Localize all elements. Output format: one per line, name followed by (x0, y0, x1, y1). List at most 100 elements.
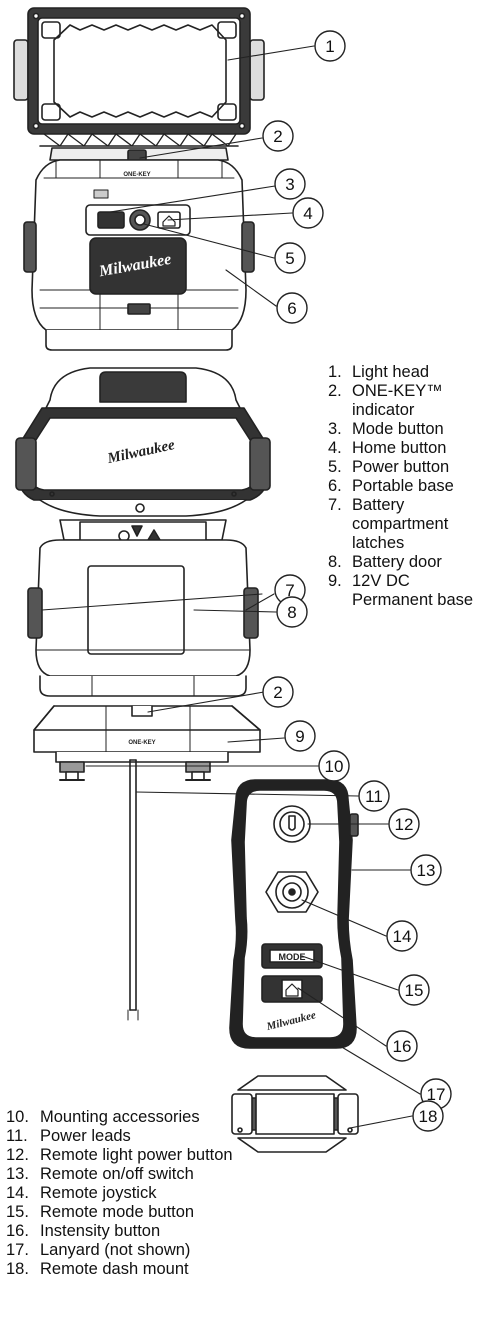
remote-dash-mount (231, 1075, 359, 1153)
legend-item: 12. Remote light power button (6, 1146, 236, 1165)
legend-text: Instensity button (40, 1222, 161, 1240)
legend-number: 13. (6, 1165, 29, 1183)
legend-number: 8. (328, 553, 342, 571)
legend-text: Remote joystick (40, 1184, 157, 1202)
callout-circle (358, 780, 390, 812)
callout-number: 11 (365, 787, 383, 806)
legend-item: 18. Remote dash mount (6, 1260, 236, 1279)
legend-item: 15. Remote mode button (6, 1203, 236, 1222)
legend-number: 10. (6, 1108, 29, 1126)
callout-circle (284, 720, 316, 752)
callout-number: 16 (393, 1037, 412, 1056)
legend-text: ONE-KEY™ indicator (352, 382, 443, 419)
callout-number: 7 (285, 581, 294, 600)
legend-number: 4. (328, 439, 342, 457)
legend-text: Battery door (352, 553, 442, 571)
legend-item: 17. Lanyard (not shown) (6, 1241, 236, 1260)
legend-item: 10. Mounting accessories (6, 1108, 236, 1127)
legend-text: Power leads (40, 1127, 131, 1145)
callout-number: 5 (285, 249, 294, 268)
callout-number: 2 (273, 683, 282, 702)
callout-circle (276, 292, 308, 324)
legend-number: 2. (328, 382, 342, 400)
callout-number: 13 (417, 861, 436, 880)
callout-circle (274, 242, 306, 274)
callout-number: 15 (405, 981, 424, 1000)
callout-number: 4 (303, 204, 312, 223)
legend-number: 18. (6, 1260, 29, 1278)
callout-circle (262, 120, 294, 152)
legend-text: Remote light power button (40, 1146, 233, 1164)
callout-circle (386, 1030, 418, 1062)
legend-item: 6. Portable base (328, 477, 486, 496)
legend-item: 4. Home button (328, 439, 486, 458)
onekey-mark-base: ONE-KEY (128, 740, 155, 746)
legend-text: Home button (352, 439, 447, 457)
callout-number: 9 (295, 727, 304, 746)
legend-number: 12. (6, 1146, 29, 1164)
callout-number: 18 (419, 1107, 438, 1126)
legend-text: Mounting accessories (40, 1108, 200, 1126)
callout-circle (292, 197, 324, 229)
permanent-base-unit (15, 367, 271, 697)
legend-item: 11. Power leads (6, 1127, 236, 1146)
callout-circle (262, 676, 294, 708)
callout-circle (412, 1100, 444, 1132)
callout-circle (276, 596, 308, 628)
portable-base (23, 147, 255, 351)
legend-item: 16.Instensity button (6, 1222, 236, 1241)
legend-item: 13. Remote on/off switch (6, 1165, 236, 1184)
leader-lines (41, 45, 421, 1129)
legend-item: 5. Power button (328, 458, 486, 477)
callout-circle (388, 808, 420, 840)
legend-item: 3. Mode button (328, 420, 486, 439)
legend-number: 11. (6, 1127, 28, 1145)
legend-number: 7. (328, 496, 342, 514)
dc-permanent-base (33, 705, 261, 1021)
legend-number: 6. (328, 477, 342, 495)
callout-circle (410, 854, 442, 886)
legend-number: 3. (328, 420, 342, 438)
legend-text: Portable base (352, 477, 454, 495)
legend-item: 1. Light head (328, 363, 486, 382)
legend-text: Remote mode button (40, 1203, 195, 1221)
callout-number: 1 (325, 37, 334, 56)
onekey-mark-upper: ONE-KEY (123, 172, 150, 178)
callout-number: 2 (273, 127, 282, 146)
legend-number: 14. (6, 1184, 29, 1202)
legend-text: Battery compartment latches (352, 496, 449, 552)
callout-number: 6 (287, 299, 296, 318)
legend-number: 17. (6, 1241, 29, 1259)
legend-text: Power button (352, 458, 450, 476)
legend-text: Mode button (352, 420, 444, 438)
legend-text: Remote dash mount (40, 1260, 189, 1278)
legend-text: Lanyard (not shown) (40, 1241, 191, 1259)
legend-item: 8. Battery door (328, 553, 486, 572)
legend-item: 2. ONE-KEY™ indicator (328, 382, 486, 420)
callout-circle (318, 750, 350, 782)
callout-circle (274, 168, 306, 200)
callout-number: 12 (395, 815, 414, 834)
legend-text: Light head (352, 363, 430, 381)
legend-item: 14. Remote joystick (6, 1184, 236, 1203)
legend-number: 15. (6, 1203, 29, 1221)
legend-item: 9.12V DC Permanent base (328, 572, 486, 610)
legend-item: 7. Battery compartment latches (328, 496, 486, 553)
remote-mode-label: MODE (279, 952, 306, 962)
callout-number: 8 (287, 603, 296, 622)
remote-control (229, 779, 359, 1049)
callout-circle (386, 920, 418, 952)
callout-circle (398, 974, 430, 1006)
callout-circle (314, 30, 346, 62)
light-head (13, 7, 265, 147)
legend-text: Remote on/off switch (40, 1165, 194, 1183)
legend-number: 1. (328, 363, 342, 381)
legend-number: 5. (328, 458, 342, 476)
callout-number: 17 (427, 1085, 446, 1104)
legend-top: 1. Light head 2. ONE-KEY™ indicator 3. Mode b… (328, 363, 486, 610)
legend-number: 9. (328, 572, 342, 590)
callout-number: 14 (393, 927, 412, 946)
